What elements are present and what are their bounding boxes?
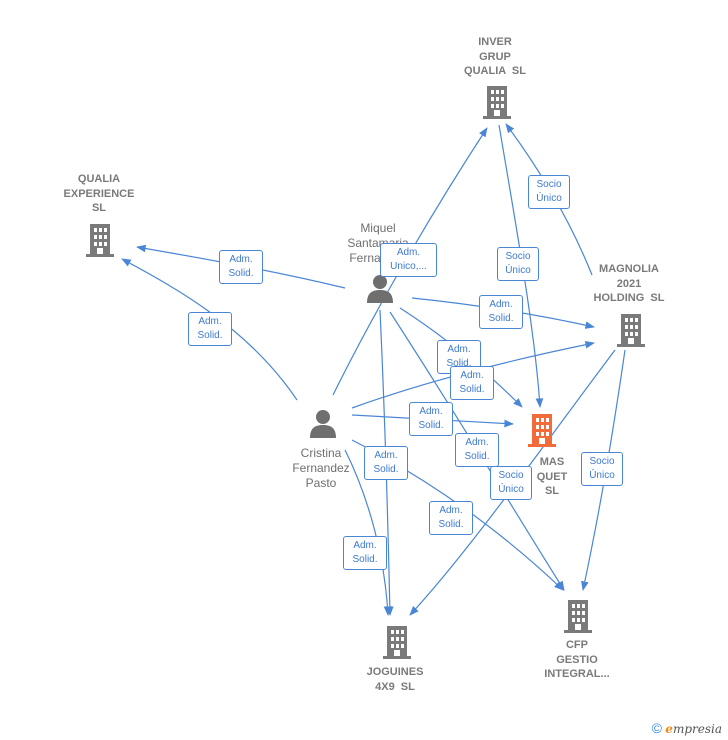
- edge-label-cristina-cfp[interactable]: Adm. Solid.: [429, 501, 473, 535]
- inver-grup-label[interactable]: INVER GRUP QUALIA SL: [464, 36, 526, 77]
- edge-label-cristina-mas[interactable]: Adm. Solid.: [409, 402, 453, 436]
- joguines-label[interactable]: JOGUINES 4X9 SL: [366, 666, 424, 693]
- inver-grup-building-icon: [483, 86, 511, 119]
- edge-label-miquel-joguines[interactable]: Adm. Solid.: [364, 446, 408, 480]
- cristina-label[interactable]: Cristina Fernandez Pasto: [292, 446, 350, 490]
- nodes: [86, 86, 645, 659]
- brand-logo: empresia: [665, 722, 722, 736]
- edge-label-cristina-joguines[interactable]: Adm. Solid.: [343, 536, 387, 570]
- edge-label-inver-mas[interactable]: Socio Único: [497, 247, 539, 281]
- cristina-person-icon: [310, 410, 336, 438]
- edge-label-miquel-magnolia[interactable]: Adm. Solid.: [479, 295, 523, 329]
- edge-label-cristina-qualia[interactable]: Adm. Solid.: [188, 312, 232, 346]
- mas-building-icon: [528, 414, 556, 447]
- cfp-building-icon: [564, 600, 592, 633]
- magnolia-label[interactable]: MAGNOLIA 2021 HOLDING SL: [593, 263, 665, 304]
- footer-credit: © empresia: [652, 720, 722, 736]
- edge-label-miquel-qualia[interactable]: Adm. Solid.: [219, 250, 263, 284]
- edge-label-miquel-inver[interactable]: Adm. Unico,...: [380, 243, 437, 277]
- joguines-building-icon: [383, 626, 411, 659]
- edge-cristina-joguines: [344, 449, 392, 616]
- edge-label-miquel-mas-2[interactable]: Adm. Solid.: [450, 366, 494, 400]
- edge-label-magnolia-inver[interactable]: Socio Único: [528, 175, 570, 209]
- cfp-label[interactable]: CFP GESTIO INTEGRAL...: [544, 639, 610, 680]
- edge-label-magnolia-cfp[interactable]: Socio Único: [581, 452, 623, 486]
- edge-label-magnolia-joguines[interactable]: Socio Único: [490, 466, 532, 500]
- edge-label-miquel-cfp[interactable]: Adm. Solid.: [455, 433, 499, 467]
- copyright-icon: ©: [651, 720, 662, 736]
- magnolia-building-icon: [617, 314, 645, 347]
- qualia-experience-building-icon: [86, 224, 114, 257]
- mas-label[interactable]: MAS QUET SL: [536, 456, 568, 497]
- qualia-experience-label[interactable]: QUALIA EXPERIENCE SL: [63, 173, 135, 214]
